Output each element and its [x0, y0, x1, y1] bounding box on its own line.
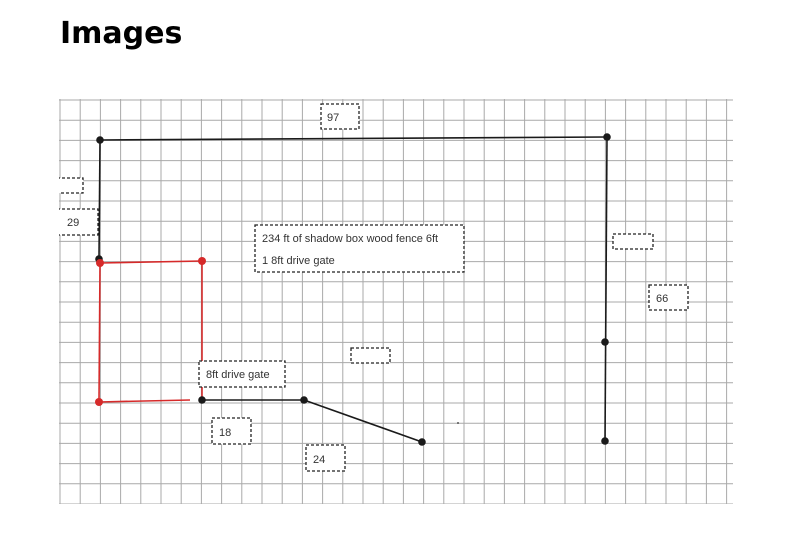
- gate-top-line: [99, 260, 203, 264]
- gate-left-line: [98, 262, 101, 403]
- point-top-right: [603, 133, 611, 141]
- fence-top-line: [99, 136, 608, 141]
- fence-lines: [98, 136, 608, 443]
- label-gate: 8ft drive gate: [198, 360, 286, 388]
- fence-note-line1: 234 ft of shadow box wood fence 6ft: [262, 233, 438, 245]
- gate-bottom-line: [98, 399, 191, 403]
- fence-note-box: 234 ft of shadow box wood fence 6ft 1 8f…: [254, 224, 465, 273]
- label-left-length: 29: [59, 208, 99, 236]
- stray-dot: [457, 422, 459, 424]
- label-gate-text: 8ft drive gate: [206, 369, 270, 381]
- fence-left-line: [98, 139, 101, 260]
- label-bottom-left-length-text: 18: [219, 427, 231, 439]
- fence-plan-image: 97 29 66 234 ft of shadow box wood fence…: [59, 99, 733, 504]
- empty-label-box-right: [612, 233, 654, 250]
- point-top-left: [96, 136, 104, 144]
- point-bottom-2: [300, 396, 308, 404]
- point-right-middle: [601, 338, 609, 346]
- empty-label-box-center: [350, 347, 391, 364]
- label-bottom-left-length: 18: [211, 417, 252, 445]
- label-top-length-text: 97: [327, 112, 339, 124]
- point-bottom-3: [418, 438, 426, 446]
- point-red-bottom-left: [95, 398, 103, 406]
- page-title: Images: [60, 16, 183, 51]
- point-red-top-left: [96, 259, 104, 267]
- label-right-length-text: 66: [656, 293, 668, 305]
- fence-points: [95, 133, 611, 446]
- point-bottom-1: [198, 396, 206, 404]
- grid-lines: [59, 99, 733, 504]
- fence-right-line: [604, 136, 608, 442]
- empty-label-box-left: [59, 177, 84, 194]
- label-bottom-diag-length: 24: [305, 444, 346, 472]
- label-top-length: 97: [320, 103, 360, 130]
- fence-diagonal-line: [303, 399, 423, 443]
- point-red-top-right: [198, 257, 206, 265]
- point-right-bottom: [601, 437, 609, 445]
- fence-note-line2: 1 8ft drive gate: [262, 255, 335, 267]
- label-right-length: 66: [648, 284, 689, 311]
- label-left-length-text: 29: [67, 217, 79, 229]
- label-bottom-diag-length-text: 24: [313, 454, 325, 466]
